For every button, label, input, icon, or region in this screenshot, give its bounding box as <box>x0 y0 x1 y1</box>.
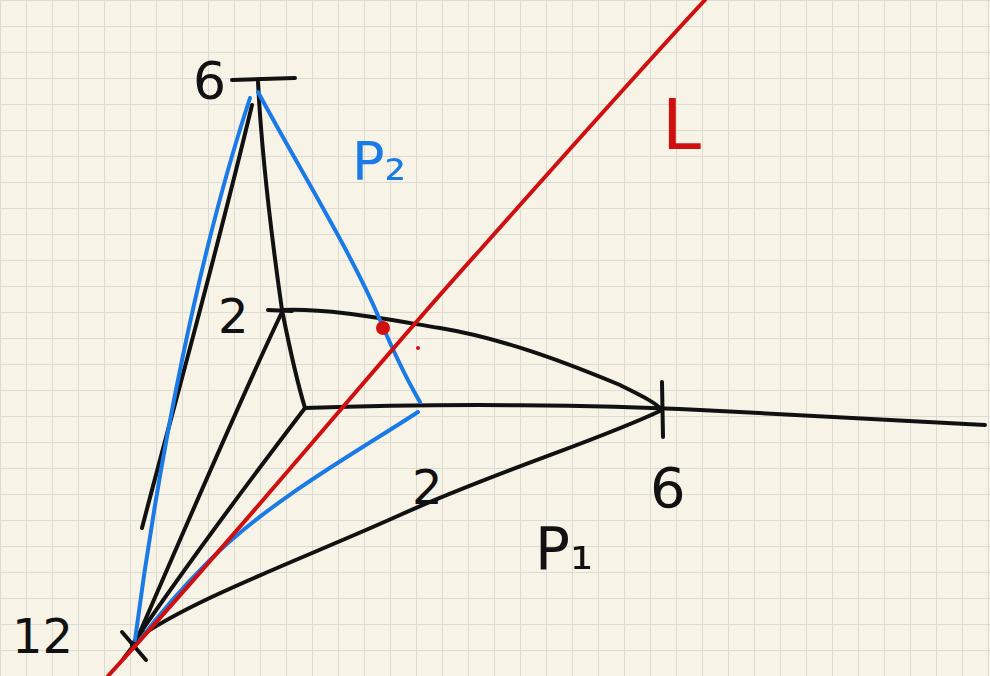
axis-number: 2 <box>218 292 249 340</box>
plane-edge <box>142 105 252 528</box>
dot <box>416 346 420 350</box>
plane-edge <box>258 92 420 402</box>
plane-edge <box>140 412 418 640</box>
x-axis <box>132 408 305 645</box>
line-l <box>108 0 705 676</box>
plane-label: P₁ <box>535 520 593 578</box>
plane-edge <box>282 310 662 410</box>
axis-number: 2 <box>412 463 443 511</box>
plane-edge <box>135 410 662 640</box>
line-label: L <box>662 90 701 160</box>
axis-number: 6 <box>650 460 686 516</box>
plane-edge <box>135 98 250 640</box>
tick <box>232 78 295 80</box>
axis-number: 12 <box>12 612 73 660</box>
y-axis <box>305 405 985 425</box>
intersection-point <box>376 321 390 335</box>
axis-number: 6 <box>193 55 226 107</box>
plane-label: P₂ <box>352 135 406 189</box>
